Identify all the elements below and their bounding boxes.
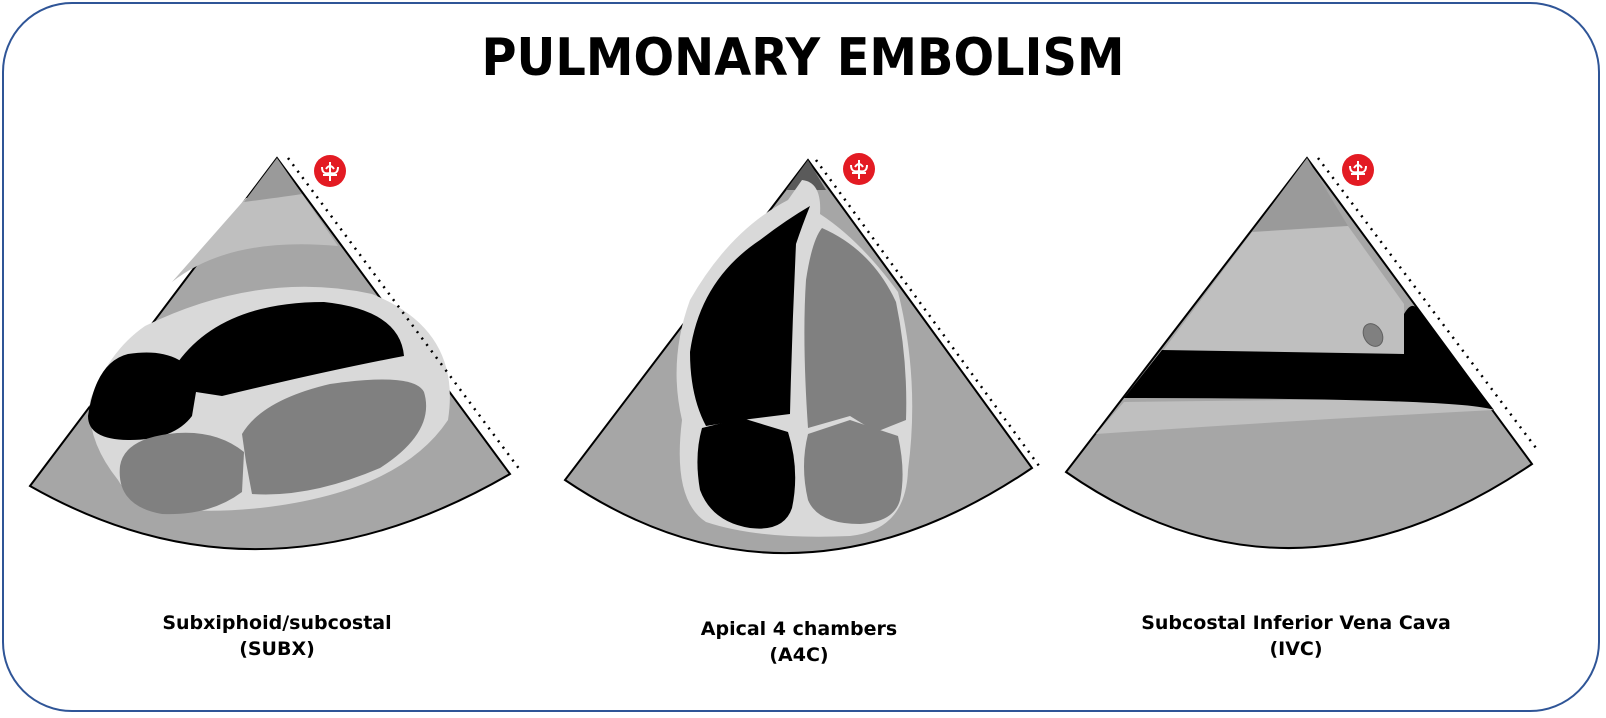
caption-a4c: Apical 4 chambers (A4C): [609, 616, 989, 668]
a4c-right-ventricle: [690, 206, 810, 426]
subx-left-atrium: [119, 432, 244, 515]
subx-probe-line: [286, 157, 522, 471]
subx-view: [28, 155, 522, 551]
subx-right-atrium: [88, 352, 198, 440]
caption-ivc-name: Subcostal Inferior Vena Cava: [1141, 612, 1451, 634]
a4c-left-atrium: [804, 420, 903, 524]
caption-subx-abbr: (SUBX): [239, 638, 315, 660]
a4c-apex: [786, 160, 826, 190]
a4c-right-atrium: [697, 418, 796, 529]
ivc-vessel: [1124, 305, 1494, 410]
caption-ivc: Subcostal Inferior Vena Cava (IVC): [1096, 610, 1496, 662]
caption-ivc-abbr: (IVC): [1269, 638, 1323, 660]
ivc-view: [1064, 154, 1537, 549]
ivc-lower-band: [1096, 398, 1494, 434]
probe-marker-icon: [1342, 154, 1374, 186]
caption-subx: Subxiphoid/subcostal (SUBX): [87, 610, 467, 662]
subx-near-field: [244, 158, 302, 202]
a4c-view: [563, 153, 1044, 554]
ivc-liver: [1162, 226, 1404, 356]
subx-right-ventricle: [178, 302, 404, 396]
probe-marker-icon: [843, 153, 875, 185]
a4c-left-ventricle: [804, 228, 907, 432]
ivc-hepatic-vein: [1362, 323, 1384, 347]
subx-liver-band: [172, 194, 338, 282]
caption-a4c-abbr: (A4C): [769, 644, 829, 666]
ivc-near-field: [1252, 158, 1348, 232]
subx-left-ventricle: [242, 379, 427, 495]
page-title: PULMONARY EMBOLISM: [481, 28, 1125, 88]
caption-subx-name: Subxiphoid/subcostal: [162, 612, 392, 634]
caption-a4c-name: Apical 4 chambers: [700, 618, 898, 640]
probe-marker-icon: [314, 155, 346, 187]
